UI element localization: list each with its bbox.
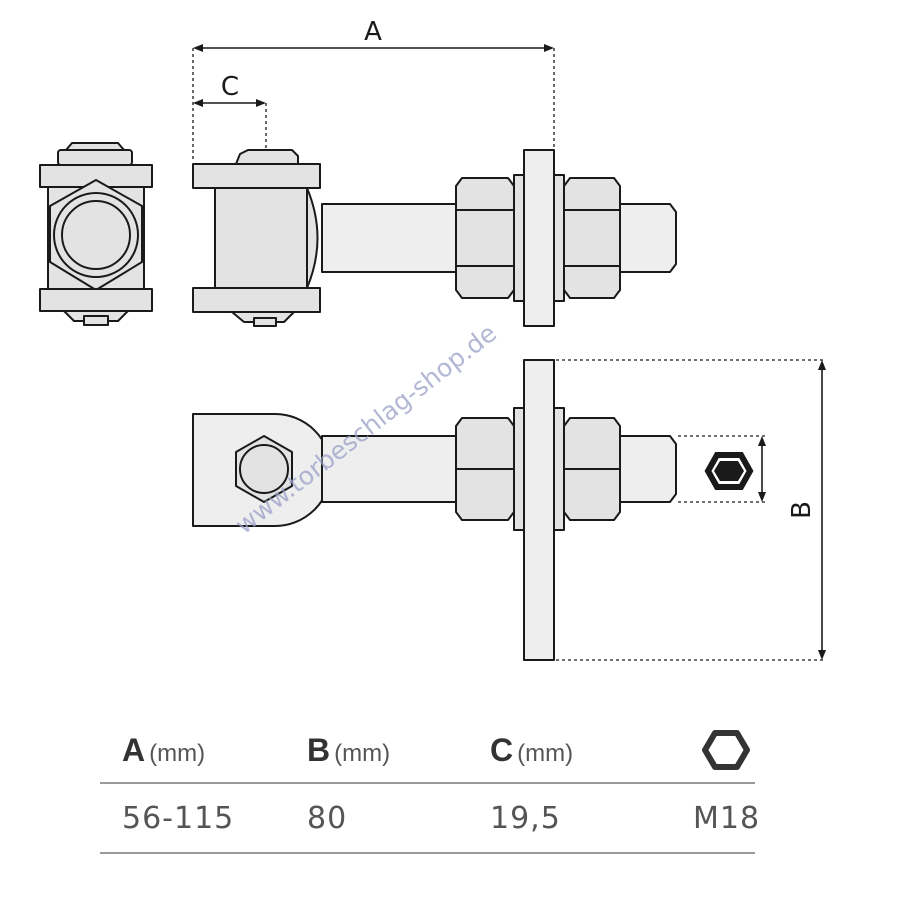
header-a-letter: A xyxy=(122,731,146,768)
value-c: 19,5 xyxy=(468,801,651,836)
dimension-c: C xyxy=(193,72,267,148)
header-hex xyxy=(651,726,755,774)
header-c: C(mm) xyxy=(468,732,651,769)
value-c-text: 19,5 xyxy=(490,800,561,836)
header-c-letter: C xyxy=(490,731,514,768)
value-a: 56-115 xyxy=(100,801,285,836)
header-b: B(mm) xyxy=(285,732,468,769)
value-b-text: 80 xyxy=(307,800,348,836)
hexagon-nut-icon xyxy=(702,730,750,770)
end-view xyxy=(39,142,153,326)
header-a: A(mm) xyxy=(100,732,285,769)
value-b: 80 xyxy=(285,801,468,836)
header-b-unit: (mm) xyxy=(334,739,391,767)
dimension-a-label: A xyxy=(364,17,382,47)
top-view xyxy=(192,359,754,661)
dimension-b-label: B xyxy=(787,501,817,519)
value-a-text: 56-115 xyxy=(122,800,235,836)
value-thread: M18 xyxy=(651,801,759,836)
dimension-c-label: C xyxy=(221,72,239,102)
dimension-hex xyxy=(678,435,766,503)
side-view xyxy=(192,149,677,327)
header-b-letter: B xyxy=(307,731,331,768)
dimension-b: B xyxy=(556,359,826,661)
spec-table-row: 56-115 80 19,5 M18 xyxy=(100,784,759,854)
header-c-unit: (mm) xyxy=(517,739,574,767)
spec-table-header: A(mm) B(mm) C(mm) xyxy=(100,718,755,784)
dimension-a: A xyxy=(192,17,555,160)
hinge-bolt-technical-drawing: A C B www.torbeschlag-shop.de xyxy=(39,17,826,661)
header-a-unit: (mm) xyxy=(149,739,206,767)
spec-table: A(mm) B(mm) C(mm) 56-115 80 19,5 M18 xyxy=(100,718,759,854)
hexagon-end-icon xyxy=(714,461,744,481)
value-thread-text: M18 xyxy=(693,800,761,836)
